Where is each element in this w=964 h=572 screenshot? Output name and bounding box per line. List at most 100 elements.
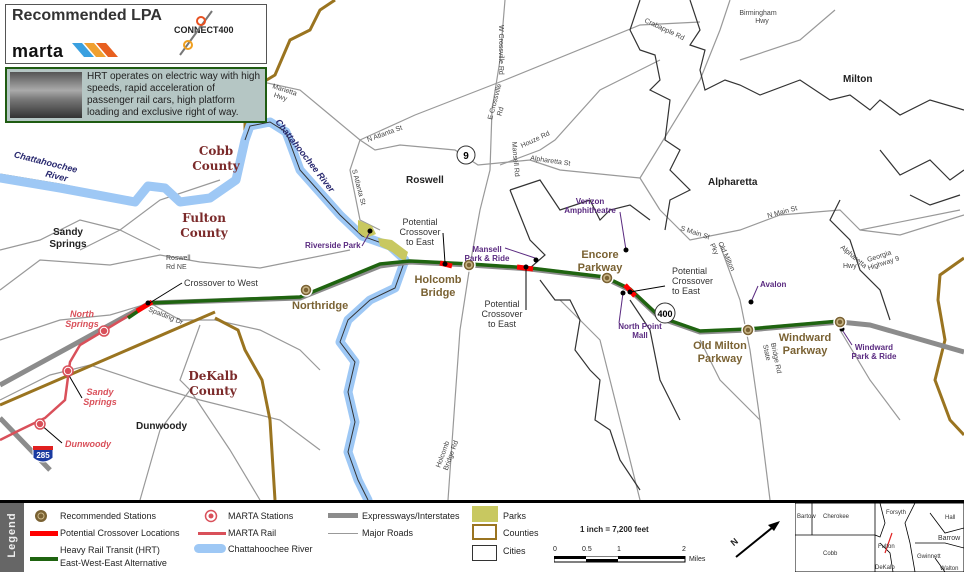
connect400-logo: CONNECT400 (174, 25, 234, 35)
page-title: Recommended LPA (12, 7, 162, 24)
hrt-line (127, 259, 841, 333)
city-swatch (472, 545, 497, 561)
i285-shield: 285 (32, 446, 54, 463)
road-n-main-st: N Main St (767, 205, 799, 220)
river-centerline (244, 121, 406, 500)
road-crabapple-rd: Crabapple Rd (643, 17, 685, 42)
station-old-milton-parkway[interactable] (741, 323, 755, 337)
county-swatch (472, 524, 497, 540)
marta-stripes-logo (72, 43, 118, 57)
marta-rail-swatch (198, 532, 226, 535)
svg-text:Forsyth: Forsyth (886, 510, 906, 516)
station-holcomb-bridge[interactable] (462, 258, 476, 272)
ga400-shield: 400 (654, 302, 676, 324)
svg-text:DeKalb: DeKalb (875, 565, 895, 571)
info-text: HRT operates on electric way with high s… (87, 71, 261, 118)
legend-major-roads: Major Roads (362, 528, 414, 538)
park-area (378, 238, 408, 262)
park-swatch (472, 506, 498, 522)
city-milton: Milton (843, 74, 872, 85)
expressways (0, 259, 964, 472)
legend-marta-stations: MARTA Stations (228, 511, 294, 521)
label-river-north: Chattahoochee River (273, 117, 337, 194)
scale-tick-2: 2 (682, 546, 686, 553)
legend-expressways: Expressways/Interstates (362, 511, 460, 521)
sr9-shield: 9 (456, 145, 476, 165)
legend-counties: Counties (503, 528, 539, 538)
crossover-swatch (30, 531, 58, 536)
marta-north-springs[interactable] (98, 325, 110, 337)
svg-text:285: 285 (36, 451, 50, 460)
svg-text:Gwinnett: Gwinnett (917, 554, 941, 560)
svg-text:Fulton: Fulton (878, 544, 895, 550)
city-boundaries (509, 0, 964, 491)
city-dunwoody: Dunwoody (136, 421, 188, 432)
road-houze-rd: Houze Rd (520, 130, 551, 150)
marta-dunwoody[interactable] (34, 418, 46, 430)
hrt-swatch (30, 557, 58, 561)
scale-unit: Miles (689, 556, 706, 563)
station-encore-parkway[interactable] (600, 271, 614, 285)
map-canvas[interactable]: 9 400 285 Roswell Alpharetta Milton Dunw… (0, 0, 964, 500)
scale-bar (554, 556, 686, 563)
legend-hrt-1: Heavy Rail Transit (HRT) (60, 545, 160, 555)
expressway-swatch (328, 513, 358, 518)
road-old-milton-pky: Old MiltonPky (708, 239, 736, 276)
train-photo (10, 72, 82, 118)
road-n-atlanta-st: N Atlanta St (366, 125, 403, 144)
riverside-park-area (358, 220, 376, 238)
road-georgia-hwy-9: GeorgiaHighway 9 (865, 248, 901, 272)
road-alpharetta-hwy-2: Hwy (843, 263, 857, 270)
poi-callouts (361, 211, 853, 346)
marta-stations[interactable] (34, 325, 110, 430)
legend-cities: Cities (503, 546, 526, 556)
marta-logo: marta (12, 41, 64, 61)
legend-river: Chattahoochee River (228, 544, 313, 554)
road-s-atlanta-st: S Atlanta St (350, 169, 366, 206)
road-holcomb-bridge-rd: HolcombBridge Rd (435, 437, 460, 471)
legend-tab: Legend (0, 503, 24, 572)
label-dunwoody-station: Dunwoody (65, 439, 112, 449)
svg-text:Walton: Walton (940, 566, 958, 572)
road-state-bridge-rd: StateBridge Rd (761, 342, 782, 376)
station-northridge[interactable] (299, 283, 313, 297)
svg-text:Cobb: Cobb (823, 551, 838, 557)
legend-hrt-2: East-West-East Alternative (60, 558, 167, 568)
legend-recommended-stations: Recommended Stations (60, 511, 157, 521)
svg-text:Hall: Hall (945, 515, 955, 521)
recommended-stations[interactable] (299, 258, 847, 337)
legend-title: Legend (6, 512, 18, 558)
road-mansell-rd: Mansell Rd (510, 142, 520, 178)
station-windward-parkway[interactable] (833, 315, 847, 329)
inset-locator-map: Bartow Cherokee Forsyth Hall Cobb Fulton… (795, 503, 964, 572)
label-northridge: Northridge (292, 300, 348, 312)
label-crossover-west: Crossover to West (184, 278, 258, 288)
marta-sandy-springs[interactable] (62, 365, 74, 377)
road-marietta-hwy: MariettaHwy (269, 83, 298, 105)
legend-marta-rail: MARTA Rail (228, 528, 277, 538)
legend: Legend Recommended Stations Potential Cr… (0, 501, 964, 572)
label-avalon: Avalon (760, 280, 786, 289)
river-swatch (194, 544, 226, 553)
road-e-crossville: E CrossvilleRd (487, 83, 511, 123)
city-roswell: Roswell (406, 175, 444, 186)
svg-text:Bartow: Bartow (797, 514, 816, 520)
city-alpharetta: Alpharetta (708, 177, 758, 188)
scale-tick-05: 0.5 (582, 546, 592, 553)
north-arrow-icon (735, 521, 780, 558)
svg-text:400: 400 (657, 309, 672, 319)
